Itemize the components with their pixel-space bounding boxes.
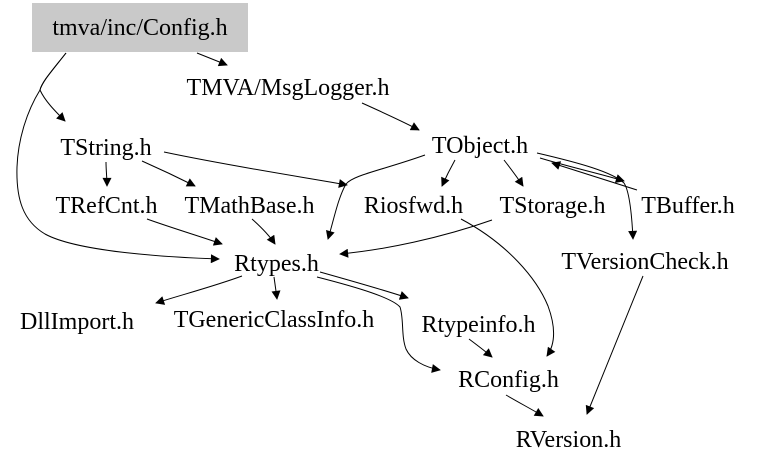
edge-tversioncheck-to-rversion	[585, 275, 644, 415]
edge-riosfwd-to-rconfig	[460, 218, 556, 357]
node-rtypeinfo[interactable]: Rtypeinfo.h	[412, 311, 545, 339]
edge-rtypes-to-dllimport	[155, 275, 243, 305]
node-label-rtypeinfo: Rtypeinfo.h	[421, 312, 536, 338]
edge-tobject-to-tbuffer	[539, 157, 625, 183]
edge-tobject-to-rtypes	[326, 154, 426, 240]
edge-tbuffer-to-tobject	[551, 161, 638, 191]
edge-rtypes-to-rtypeinfo	[319, 271, 409, 300]
node-tmathbase[interactable]: TMathBase.h	[177, 192, 322, 220]
edge-tstorage-to-rtypes	[339, 219, 493, 258]
node-trefcnt[interactable]: TRefCnt.h	[45, 192, 168, 220]
node-tgenericclassinfo[interactable]: TGenericClassInfo.h	[158, 306, 390, 334]
node-msglogger[interactable]: TMVA/MsgLogger.h	[173, 72, 403, 104]
node-riosfwd[interactable]: Riosfwd.h	[352, 192, 475, 220]
edge-tstring-to-trefcnt	[102, 161, 112, 187]
edges-group	[16, 52, 644, 417]
edge-config-to-msglogger	[196, 52, 228, 67]
node-tobject[interactable]: TObject.h	[422, 132, 538, 160]
edge-msglogger-to-tobject	[361, 102, 420, 131]
node-label-riosfwd: Riosfwd.h	[363, 193, 464, 219]
node-rversion[interactable]: RVersion.h	[505, 426, 632, 454]
node-label-dllimport: DllImport.h	[20, 309, 134, 335]
node-label-trefcnt: TRefCnt.h	[55, 193, 158, 219]
node-label-config: tmva/inc/Config.h	[52, 14, 228, 41]
node-tbuffer[interactable]: TBuffer.h	[632, 192, 744, 220]
node-rconfig[interactable]: RConfig.h	[447, 366, 570, 394]
node-label-tbuffer: TBuffer.h	[641, 193, 735, 219]
node-tversioncheck[interactable]: TVersionCheck.h	[545, 247, 745, 277]
node-tstring[interactable]: TString.h	[47, 134, 165, 162]
node-dllimport[interactable]: DllImport.h	[7, 308, 147, 336]
node-label-tstorage: TStorage.h	[499, 193, 606, 219]
node-label-rtypes: Rtypes.h	[234, 251, 319, 277]
node-label-msglogger: TMVA/MsgLogger.h	[186, 75, 390, 101]
edge-rtypes-to-rconfig	[316, 276, 441, 373]
node-config[interactable]: tmva/inc/Config.h	[32, 3, 248, 52]
edge-config-to-rtypes	[16, 52, 220, 264]
edge-rconfig-to-rversion	[505, 394, 544, 417]
edge-tobject-to-tstorage	[503, 159, 524, 187]
edge-rtypeinfo-to-rconfig	[468, 338, 493, 358]
node-label-tstring: TString.h	[60, 135, 152, 161]
node-label-tgenericclassinfo: TGenericClassInfo.h	[173, 307, 375, 333]
edge-tobject-to-tversioncheck	[536, 152, 638, 240]
node-tstorage[interactable]: TStorage.h	[490, 192, 615, 220]
edge-config-to-tstring	[39, 52, 67, 122]
edge-tstring-to-tmathbase	[141, 160, 196, 187]
node-label-tversioncheck: TVersionCheck.h	[561, 249, 729, 275]
edge-tobject-to-riosfwd	[441, 159, 456, 187]
edge-rtypes-to-tgenericclassinfo	[271, 276, 281, 300]
edge-tmathbase-to-rtypes	[251, 218, 276, 245]
node-rtypes[interactable]: Rtypes.h	[225, 250, 328, 278]
node-label-rversion: RVersion.h	[515, 427, 622, 453]
node-label-rconfig: RConfig.h	[458, 367, 559, 393]
node-label-tmathbase: TMathBase.h	[184, 193, 315, 219]
edge-trefcnt-to-rtypes	[146, 218, 223, 246]
edge-tstring-to-riosfwd	[163, 151, 348, 188]
node-label-tobject: TObject.h	[431, 133, 529, 159]
